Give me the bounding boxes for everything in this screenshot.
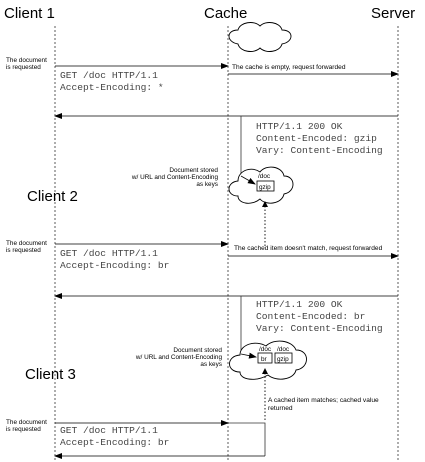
ex2-gzip-item [274, 352, 293, 364]
ex2-store-note-2: w/ URL and Content-Encoding [135, 354, 223, 361]
ex1-side-note-1: The document [6, 57, 47, 64]
ex2-doc-label-b: /doc [277, 346, 290, 353]
ex2-response-line-1: HTTP/1.1 200 OK [256, 299, 343, 310]
actor-client3: Client 3 [25, 366, 76, 383]
ex2-br-item [257, 352, 273, 364]
ex2-gzip-label: gzip [277, 356, 289, 363]
ex1-request-line-2: Accept-Encoding: * [60, 82, 164, 93]
ex3-request-line-1: GET /doc HTTP/1.1 [60, 425, 158, 436]
ex2-lookup-arrowhead [262, 201, 268, 207]
ex1-store-note-2: w/ URL and Content-Encoding [131, 174, 219, 181]
ex2-request-line-1: GET /doc HTTP/1.1 [60, 248, 158, 259]
actor-server: Server [371, 5, 415, 22]
ex2-side-note-1: The document [6, 240, 47, 247]
ex1-response-line-3: Vary: Content-Encoding [256, 145, 383, 156]
ex1-gzip-item [256, 180, 275, 192]
actor-client2: Client 2 [27, 188, 78, 205]
ex3-side-note-1: The document [6, 419, 47, 426]
ex2-br-label: br [261, 356, 268, 363]
ex2-store-note-3: as keys [200, 361, 222, 368]
ex2-request-line-2: Accept-Encoding: br [60, 260, 169, 271]
ex2-forward-note: The cached item doesn't match, request f… [234, 245, 383, 252]
empty-cache-cloud [228, 22, 292, 52]
ex3-side-note-2: is requested [6, 426, 41, 433]
ex1-doc-label: /doc [258, 173, 271, 180]
actor-client1: Client 1 [4, 5, 55, 22]
ex1-side-note-2: is requested [6, 64, 41, 71]
ex2-store-note-1: Document stored [173, 347, 222, 354]
ex2-store-arrow [240, 352, 257, 359]
ex1-gzip-label: gzip [259, 184, 271, 191]
ex1-response-line-2: Content-Encoded: gzip [256, 133, 377, 144]
ex1-forward-note: The cache is empty, request forwarded [232, 64, 346, 71]
ex1-store-arrow [240, 175, 256, 185]
ex3-match-note-1: A cached item matches; cached value [268, 397, 379, 404]
actor-cache: Cache [204, 5, 247, 22]
ex1-request-line-1: GET /doc HTTP/1.1 [60, 70, 158, 81]
ex1-store-note-1: Document stored [169, 167, 218, 174]
ex3-lookup-arrowhead [262, 368, 268, 374]
ex3-match-note-2: returned [268, 405, 293, 412]
ex3-request-line-2: Accept-Encoding: br [60, 437, 169, 448]
ex3-cache-return-path [228, 422, 266, 456]
ex1-response-line-1: HTTP/1.1 200 OK [256, 121, 343, 132]
ex2-response-line-2: Content-Encoded: br [256, 311, 365, 322]
ex2-response-line-3: Vary: Content-Encoding [256, 323, 383, 334]
ex1-store-note-3: as keys [196, 181, 218, 188]
ex2-doc-label-a: /doc [259, 346, 272, 353]
ex2-side-note-2: is requested [6, 247, 41, 254]
